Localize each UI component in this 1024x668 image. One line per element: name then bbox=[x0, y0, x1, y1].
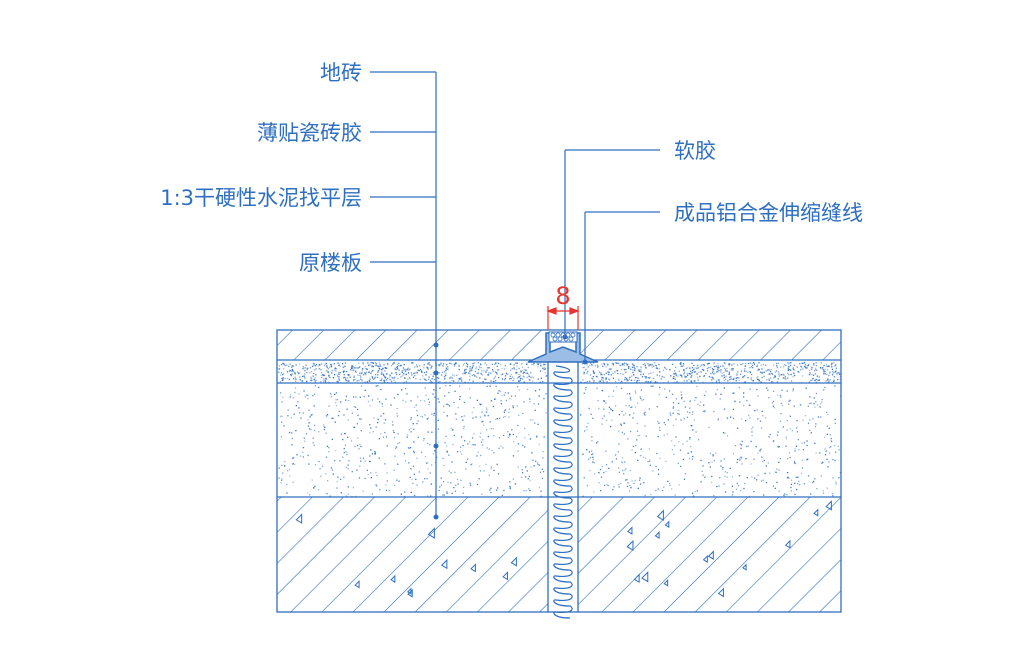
label-soft-sealant: 软胶 bbox=[674, 139, 716, 163]
label-original-slab: 原楼板 bbox=[299, 251, 362, 275]
aggregate-marks bbox=[295, 500, 832, 598]
label-leveling-mortar: 1:3干硬性水泥找平层 bbox=[160, 186, 362, 210]
label-floor-tile: 地砖 bbox=[320, 61, 362, 85]
stipple-fill bbox=[278, 362, 842, 498]
dimension-value: 8 bbox=[555, 282, 570, 310]
left-leader-lines bbox=[370, 71, 437, 517]
label-aluminium-joint-profile: 成品铝合金伸缩缝线 bbox=[674, 201, 863, 225]
right-leader-lines bbox=[564, 149, 660, 362]
label-tile-adhesive: 薄贴瓷砖胶 bbox=[257, 121, 362, 145]
width-dimension bbox=[546, 306, 580, 330]
foam-backer-rod bbox=[553, 365, 573, 619]
